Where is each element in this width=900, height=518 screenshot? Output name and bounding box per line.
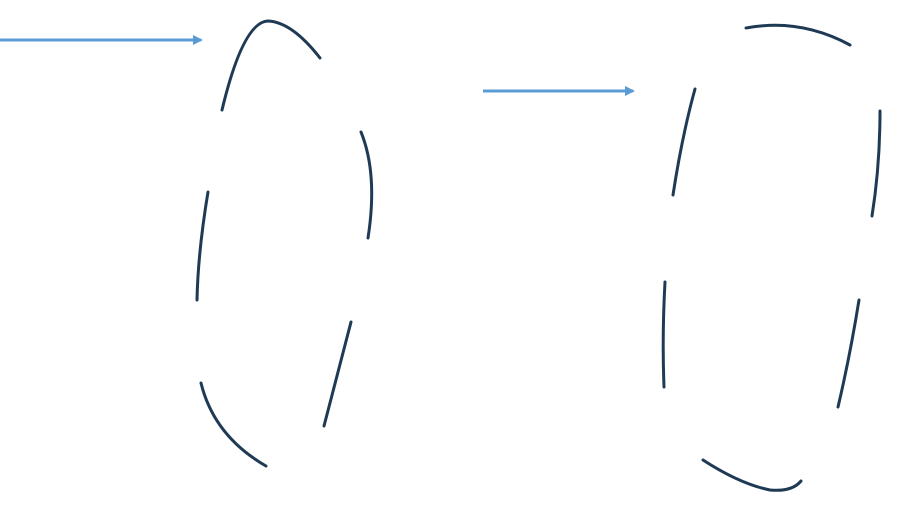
right-loop-segment [836, 298, 861, 409]
right-loop-segment [701, 458, 803, 492]
left-loop-segment [359, 130, 374, 240]
right-loop-segment [870, 109, 882, 218]
right-loop-segment [744, 23, 852, 47]
left-loop-segment [199, 381, 268, 468]
right-figure [483, 23, 882, 492]
left-loop-segment [195, 190, 210, 302]
right-loop-segment [661, 280, 667, 389]
right-loop-segment [671, 87, 697, 197]
left-figure [0, 19, 374, 468]
left-loop-segment [322, 320, 353, 428]
left-loop-segment [220, 19, 322, 112]
left-dashed-loop [195, 19, 374, 468]
right-dashed-loop [661, 23, 882, 492]
